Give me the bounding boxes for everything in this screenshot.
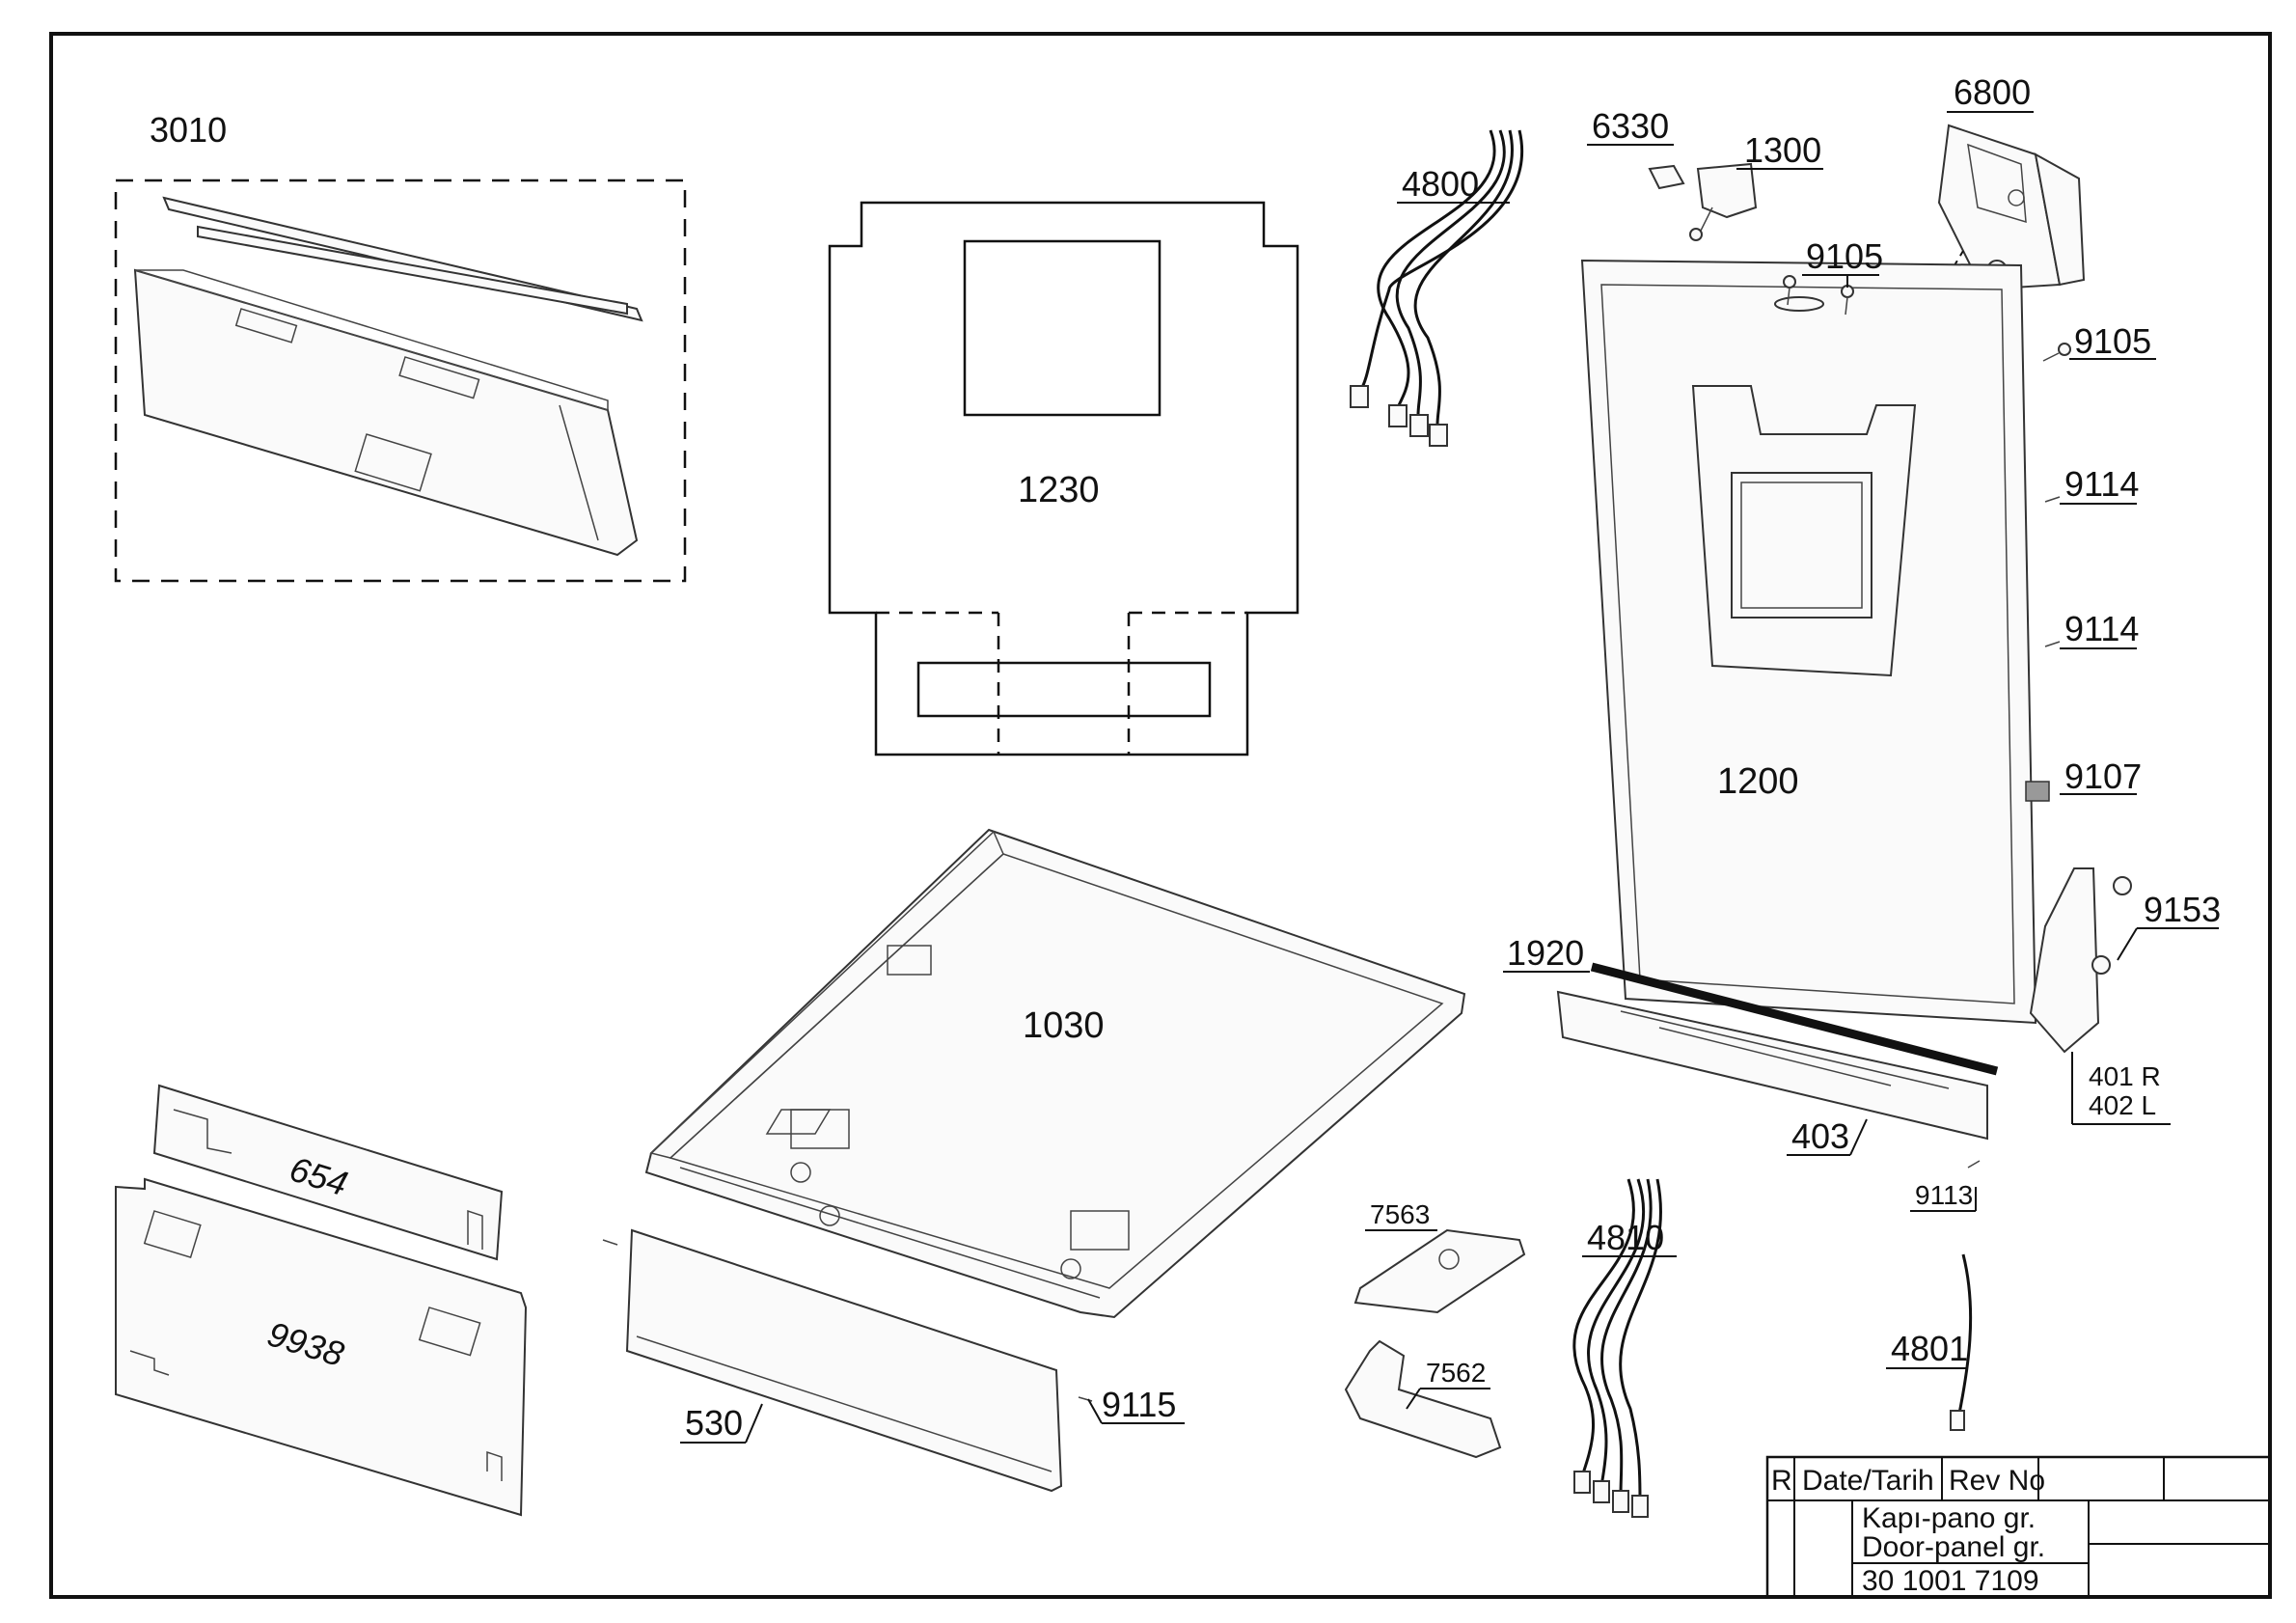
- part-4800-cable-harness: [1350, 129, 1524, 447]
- label-6330: 6330: [1592, 106, 1669, 146]
- title-block-col-r: R: [1771, 1465, 1792, 1497]
- label-4800: 4800: [1402, 164, 1479, 204]
- screw-9105-icon: [1783, 275, 2071, 362]
- part-1030-outer-door: [644, 828, 1466, 1319]
- title-block-col-date: Date/Tarih: [1802, 1465, 1934, 1497]
- label-6800: 6800: [1954, 72, 2031, 112]
- label-401: 401 R: [2089, 1061, 2161, 1091]
- title-block: [1765, 1455, 2272, 1599]
- part-4810-cable-harness: [1572, 1178, 1663, 1518]
- label-4801: 4801: [1891, 1329, 1968, 1368]
- label-9114-lower: 9114: [2064, 609, 2139, 648]
- label-1920: 1920: [1507, 933, 1584, 973]
- part-530-kick-plate: [602, 1228, 1063, 1493]
- label-9113: 9113: [1915, 1180, 1973, 1210]
- part-1200-inner-door: [1580, 259, 2037, 1076]
- part-6800-detergent-dispenser: [1937, 124, 2086, 291]
- label-402: 402 L: [2089, 1090, 2156, 1120]
- part-7562-bracket: [1344, 1339, 1502, 1459]
- part-403-bottom-strip: [1556, 990, 1988, 1141]
- screw-9114-icon: [2044, 496, 2061, 647]
- part-6330-latch-clip: [1648, 164, 1685, 190]
- label-403: 403: [1791, 1116, 1849, 1156]
- part-1300-door-lock: [1689, 162, 1758, 241]
- title-block-col-rev: Rev No: [1949, 1465, 2045, 1497]
- label-9153: 9153: [2144, 890, 2221, 929]
- label-4810: 4810: [1587, 1218, 1664, 1257]
- label-530: 530: [685, 1403, 743, 1443]
- label-9107: 9107: [2064, 756, 2142, 796]
- drawing-frame: [49, 32, 2272, 1599]
- label-7562: 7562: [1426, 1358, 1486, 1388]
- label-9105-top: 9105: [1806, 236, 1883, 276]
- label-3010: 3010: [150, 110, 227, 150]
- part-654-panel: [152, 1084, 504, 1261]
- title-block-title-en: Door-panel gr.: [1862, 1531, 2045, 1563]
- part-3010-control-panel: [114, 179, 687, 583]
- part-9938-panel: [115, 1177, 528, 1517]
- title-block-doc-number: 30 1001 7109: [1862, 1565, 2039, 1597]
- label-1230: 1230: [1018, 470, 1100, 510]
- label-1200: 1200: [1717, 761, 1799, 802]
- part-4801-wire: [1956, 1253, 1973, 1419]
- screw-9113-icon: [1967, 1160, 1981, 1169]
- label-1030: 1030: [1023, 1005, 1105, 1046]
- part-9153-hinge: [2029, 867, 2132, 1054]
- part-1230-insulation: [828, 201, 1299, 756]
- label-7563: 7563: [1370, 1199, 1430, 1229]
- part-7563-bracket: [1353, 1228, 1526, 1314]
- label-1300: 1300: [1744, 130, 1821, 170]
- label-9114-upper: 9114: [2064, 464, 2139, 504]
- label-9105-right: 9105: [2074, 321, 2151, 361]
- label-9115: 9115: [1102, 1385, 1176, 1424]
- title-block-title-tr: Kapı-pano gr.: [1862, 1502, 2036, 1534]
- part-9107-plug: [2025, 781, 2050, 802]
